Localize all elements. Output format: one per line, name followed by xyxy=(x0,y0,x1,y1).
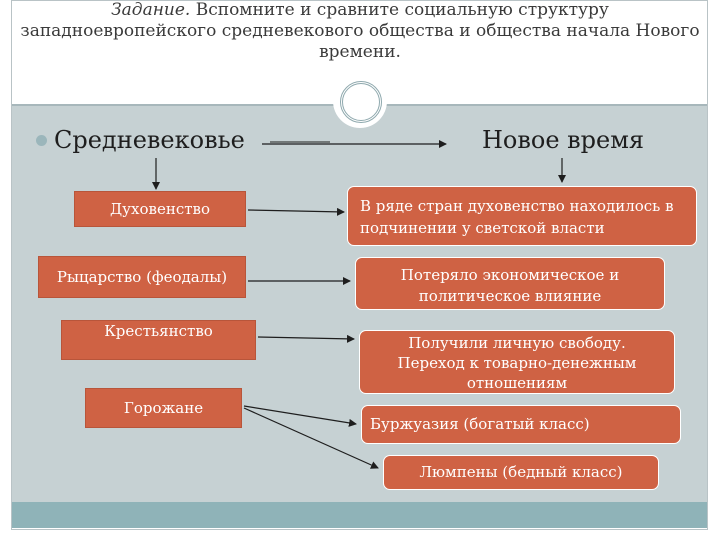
heading-new-time: Новое время xyxy=(482,126,645,154)
arrow-clergy xyxy=(247,207,345,216)
box-clergy: Духовенство xyxy=(74,191,246,227)
box-lumpen: Люмпены (бедный класс) xyxy=(383,455,659,490)
box-knights-new: Потеряло экономическое и политическое вл… xyxy=(355,257,665,310)
task-label: Задание. xyxy=(111,0,191,20)
box-knights: Рыцарство (феодалы) xyxy=(38,256,246,298)
box-peasants-new: Получили личную свободу. Переход к товар… xyxy=(359,330,675,394)
box-clergy-new: В ряде стран духовенство находилось в по… xyxy=(347,186,697,246)
bullet-icon xyxy=(36,135,47,146)
box-townspeople: Горожане xyxy=(85,388,242,428)
circle-ornament-icon xyxy=(340,81,382,123)
task-text: Вспомните и сравните социальную структур… xyxy=(20,0,700,62)
slide-title: Задание. Вспомните и сравните социальную… xyxy=(14,0,706,106)
box-bourgeoisie: Буржуазия (богатый класс) xyxy=(361,405,681,444)
slide-frame xyxy=(11,0,708,530)
footer-band xyxy=(12,502,707,528)
arrow-bourgeoisie xyxy=(243,405,357,427)
heading-middle-ages: Средневековье xyxy=(54,126,245,154)
arrow-peasants xyxy=(257,334,355,343)
box-peasants: Крестьянство xyxy=(61,320,256,360)
arrow-lumpen xyxy=(243,407,379,469)
